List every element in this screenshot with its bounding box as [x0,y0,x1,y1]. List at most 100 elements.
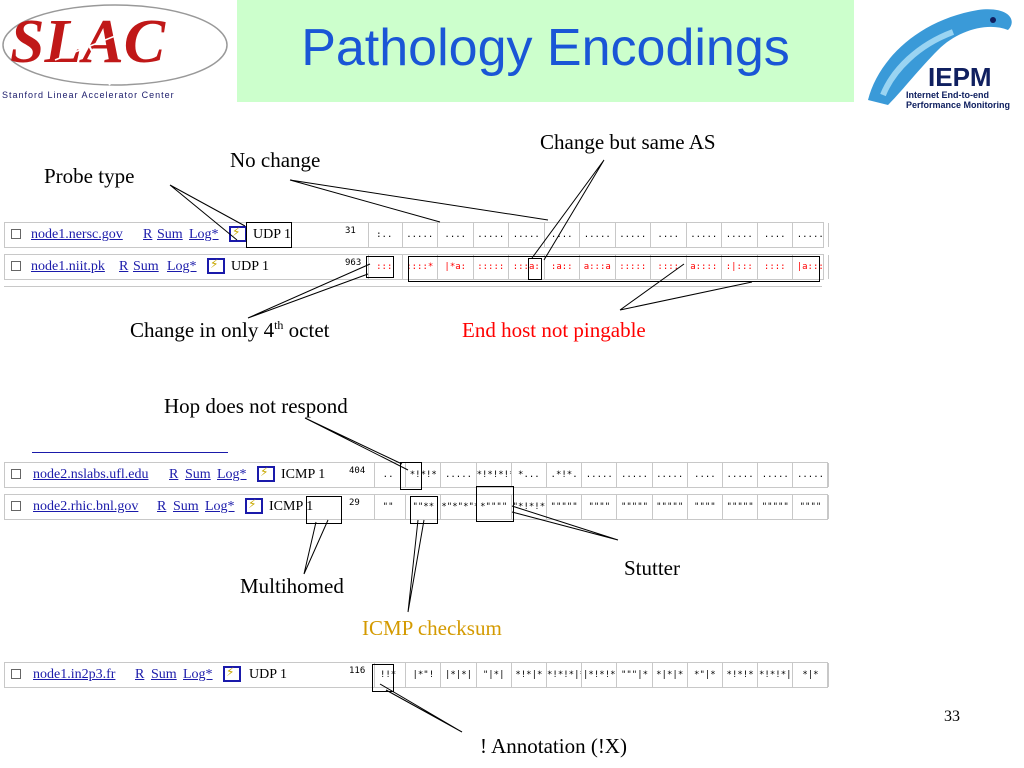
label-annotation: ! Annotation (!X) [480,734,627,758]
path-cell: ::::* [403,255,438,279]
path-cell: "" [371,495,407,519]
sum-link[interactable]: Sum [133,259,159,274]
path-cell: ::: [367,255,403,279]
path-cell: .... [545,223,580,247]
host-link[interactable]: node1.nersc.gov [31,227,123,242]
log-link[interactable]: Log* [167,259,197,274]
path-cell: a:::a [580,255,616,279]
label-hop-no-respond: Hop does not respond [164,394,348,418]
host-link[interactable]: node1.niit.pk [31,259,105,274]
path-cell: |*a: [438,255,474,279]
iepm-logo [858,0,1024,110]
path-cell: """"" [617,495,653,519]
r-link[interactable]: R [169,467,179,482]
path-cell: *... [512,463,547,487]
row-checkbox[interactable] [11,469,21,479]
row-checkbox[interactable] [11,501,21,511]
r-link[interactable]: R [119,259,129,274]
log-link[interactable]: Log* [217,467,247,482]
path-cell: ..... [653,463,688,487]
path-cell: """"" [723,495,759,519]
table-row-in2p3: node1.in2p3.fr R Sum Log* UDP 1 116 !!*|… [4,662,829,688]
probe-type: ICMP 1 [281,467,326,482]
truncated-row-underline [32,452,228,454]
path-cell: ""** [406,495,442,519]
path-cell: "*!*!* [512,495,547,519]
path-cell: |a::: [793,255,829,279]
path-cell: *"""" [477,495,512,519]
path-cell: "|*| [477,663,512,687]
label-change-same-as: Change but same AS [540,130,716,154]
log-link[interactable]: Log* [205,499,235,514]
host-link[interactable]: node1.in2p3.fr [33,667,116,682]
row-checkbox[interactable] [11,261,21,271]
octet-change-highlight [366,256,394,278]
probe-type: UDP 1 [249,667,287,682]
path-cell: ..... [616,223,651,247]
path-cell: *"|* [688,663,723,687]
probe-type: ICMP 1 [269,499,314,514]
label-change-4th-octet: Change in only 4th octet [130,318,329,343]
end-host-highlight [408,256,820,282]
probe-icon[interactable] [223,665,241,682]
probe-icon[interactable] [245,497,263,514]
label-end-host: End host not pingable [462,318,646,342]
sum-link[interactable]: Sum [173,499,199,514]
title-background [237,0,854,102]
path-cell: ..... [758,463,794,487]
path-cell: """"" [547,495,583,519]
path-cell: ..... [582,463,618,487]
route-count: 404 [349,463,375,487]
path-cell: ..... [509,223,545,247]
label-change-4th-octet-sup: th [274,318,284,332]
icmp-checksum-highlight [410,496,438,524]
path-cell: ..... [403,223,438,247]
label-icmp-checksum: ICMP checksum [362,616,502,640]
path-cell: *!*!* [723,663,759,687]
path-cell: """"" [758,495,794,519]
log-link[interactable]: Log* [189,227,219,242]
sum-link[interactable]: Sum [185,467,211,482]
sum-link[interactable]: Sum [157,227,183,242]
path-cell: ..... [441,463,477,487]
path-cell: ..... [687,223,722,247]
label-probe-type: Probe type [44,164,135,188]
path-cell: ..... [793,223,829,247]
path-cell: .... [438,223,474,247]
path-cell: *!*!* [406,463,442,487]
annotation-highlight [372,664,394,692]
route-count: 31 [345,223,369,247]
r-link[interactable]: R [157,499,167,514]
probe-icon[interactable] [257,465,275,482]
sum-link[interactable]: Sum [151,667,177,682]
path-cell: :::a: [509,255,545,279]
iepm-logo-subtitle: Internet End-to-end Performance Monitori… [906,90,1011,110]
path-cell: .... [688,463,723,487]
row-checkbox[interactable] [11,229,21,239]
label-stutter: Stutter [624,556,680,580]
probe-icon[interactable] [229,225,247,242]
slac-logo-subtitle: Stanford Linear Accelerator Center [2,90,175,100]
path-cell: .... [651,223,687,247]
path-cell: *|* [793,663,829,687]
r-link[interactable]: R [135,667,145,682]
host-link[interactable]: node2.nslabs.ufl.edu [33,467,149,482]
probe-type-highlight [246,222,292,248]
path-cell: """"" [653,495,688,519]
path-cell: :::: [758,255,793,279]
table-row-rhic: node2.rhic.bnl.gov R Sum Log* ICMP 1 29 … [4,494,829,520]
host-link[interactable]: node2.rhic.bnl.gov [33,499,139,514]
probe-type: UDP 1 [231,259,269,274]
probe-icon[interactable] [207,257,225,274]
r-link[interactable]: R [143,227,153,242]
path-cell: """|* [617,663,653,687]
path-cell: ..... [580,223,616,247]
path-cell: *!*!*!* [477,463,512,487]
row-checkbox[interactable] [11,669,21,679]
path-cell: *!*|* [512,663,547,687]
slac-logo: SLAC [0,0,232,100]
path-cell: !!* [371,663,407,687]
path-cell: *!*!*| [758,663,794,687]
log-link[interactable]: Log* [183,667,213,682]
